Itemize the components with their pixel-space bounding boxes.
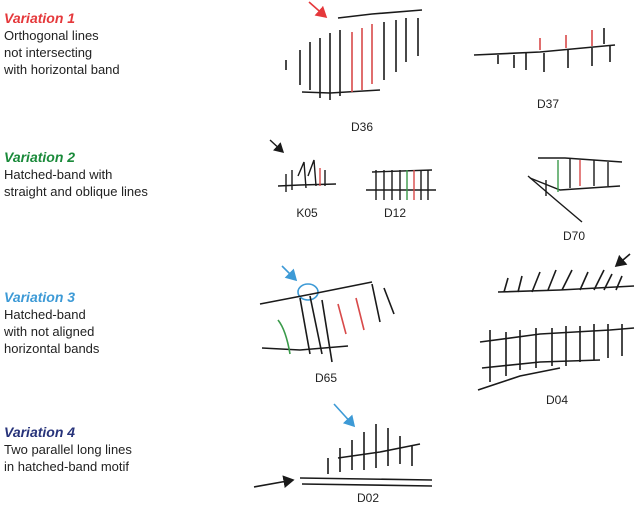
label-d02: D02: [356, 491, 379, 505]
label-d36: D36: [350, 120, 373, 134]
variation-4: Variation 4 Two parallel long lines in h…: [4, 423, 254, 475]
variation-4-title: Variation 4: [4, 424, 76, 440]
variation-3-description: Hatched-band with not aligned horizontal…: [4, 307, 100, 356]
arrow-red-icon: [308, 1, 328, 19]
motif-d70: [527, 157, 623, 223]
motif-d37: [473, 28, 616, 72]
label-d37: D37: [536, 97, 559, 111]
motif-d12: [366, 169, 436, 200]
label-k05: K05: [296, 206, 318, 220]
motif-d65: [259, 265, 395, 363]
arrow-blue-icon: [333, 403, 356, 428]
motif-d04: [477, 253, 635, 391]
arrow-dark-icon: [253, 475, 295, 488]
variation-3: Variation 3 Hatched-band with not aligne…: [4, 288, 254, 357]
motif-d02: [253, 403, 433, 488]
variation-2-title: Variation 2: [4, 149, 76, 165]
label-d04: D04: [545, 393, 568, 407]
arrow-dark-icon: [269, 139, 285, 153]
variation-3-title: Variation 3: [4, 289, 76, 305]
label-d12: D12: [383, 206, 406, 220]
variation-1-title: Variation 1: [4, 10, 76, 26]
variation-1: Variation 1 Orthogonal lines not interse…: [4, 9, 254, 78]
motif-k05: [269, 139, 337, 192]
label-d65: D65: [314, 371, 337, 385]
label-d70: D70: [562, 229, 585, 243]
variation-1-description: Orthogonal lines not intersecting with h…: [4, 28, 120, 77]
arrow-blue-icon: [281, 265, 298, 282]
variation-4-description: Two parallel long lines in hatched-band …: [4, 442, 132, 474]
arrow-dark-icon: [614, 253, 631, 268]
variation-2: Variation 2 Hatched-band with straight a…: [4, 148, 254, 200]
variation-2-description: Hatched-band with straight and oblique l…: [4, 167, 148, 199]
motif-d36: [285, 1, 423, 100]
